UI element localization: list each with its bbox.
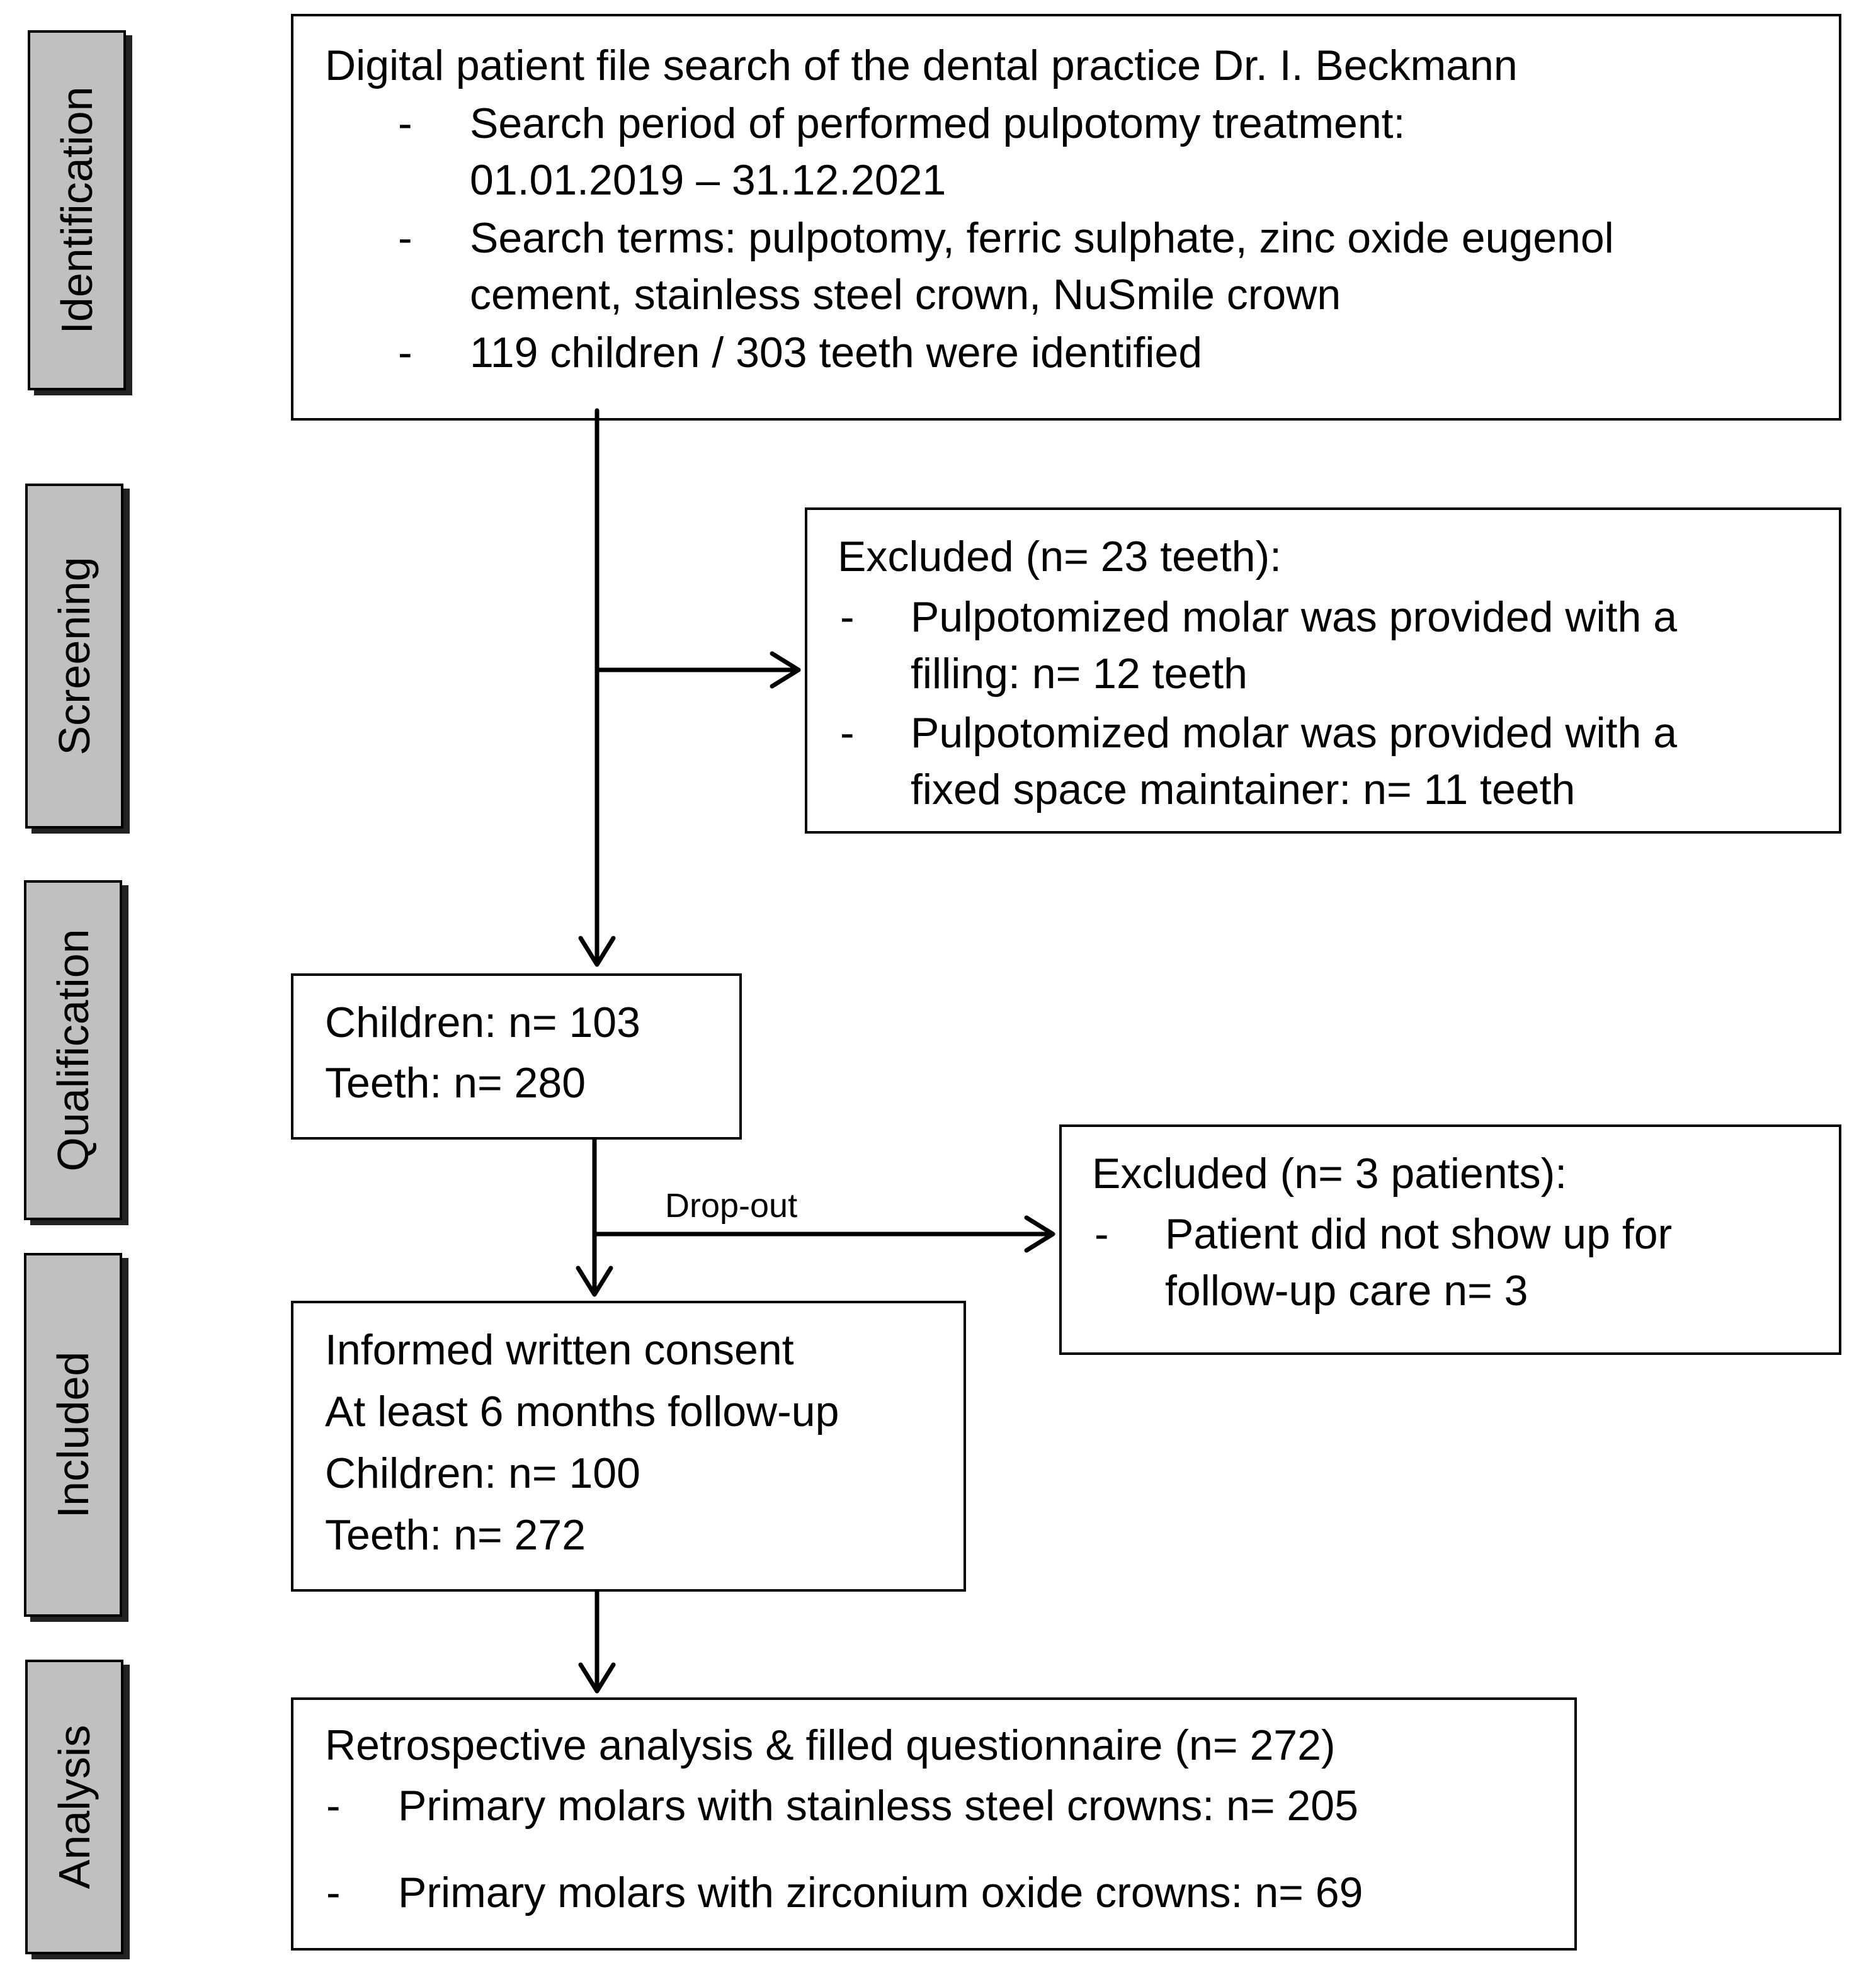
stage-analysis: Analysis (25, 1660, 123, 1954)
included-consent: Informed written consent (325, 1326, 794, 1374)
bullet-dash: - (326, 1782, 341, 1830)
stage-identification: Identification (28, 30, 126, 390)
arrowhead-screening-exclusion (770, 651, 801, 689)
bullet-dash: - (326, 1869, 341, 1917)
included-children: Children: n= 100 (325, 1449, 640, 1497)
screening-excluded-box: Excluded (n= 23 teeth): - Pulpotomized m… (805, 507, 1841, 834)
bullet-dash: - (1094, 1210, 1109, 1258)
bullet-dash: - (840, 593, 855, 641)
bullet-dash: - (398, 214, 412, 262)
analysis-item-1: Primary molars with stainless steel crow… (398, 1782, 1358, 1830)
stage-screening: Screening (25, 484, 123, 829)
included-followup: At least 6 months follow-up (325, 1388, 839, 1436)
dropout-excluded-box: Excluded (n= 3 patients): - Patient did … (1059, 1124, 1841, 1355)
identification-item-3-line-1: 119 children / 303 teeth were identified (470, 329, 1203, 377)
dropout-item-line-1: Patient did not show up for (1165, 1210, 1673, 1258)
identification-item-2-line-2: cement, stainless steel crown, NuSmile c… (470, 271, 1341, 319)
qualification-teeth: Teeth: n= 280 (325, 1059, 586, 1107)
dropout-item-line-2: follow-up care n= 3 (1165, 1267, 1528, 1315)
qualification-box: Children: n= 103 Teeth: n= 280 (291, 973, 742, 1140)
qualification-children: Children: n= 103 (325, 999, 640, 1046)
arrowhead-dropout-exclusion (1024, 1215, 1055, 1253)
bullet-dash: - (398, 99, 412, 147)
stage-included: Included (24, 1253, 122, 1617)
screening-item-1-line-1: Pulpotomized molar was provided with a (911, 593, 1678, 641)
analysis-item-2: Primary molars with zirconium oxide crow… (398, 1869, 1363, 1917)
screening-item-2-line-1: Pulpotomized molar was provided with a (911, 709, 1678, 757)
included-teeth: Teeth: n= 272 (325, 1511, 586, 1559)
identification-box: Digital patient file search of the denta… (291, 14, 1841, 421)
arrowhead-included (576, 1266, 613, 1297)
bullet-dash: - (840, 709, 855, 757)
identification-title: Digital patient file search of the denta… (325, 42, 1518, 89)
identification-item-2-line-1: Search terms: pulpotomy, ferric sulphate… (470, 214, 1614, 262)
identification-item-1-line-2: 01.01.2019 – 31.12.2021 (470, 156, 947, 204)
bullet-dash: - (398, 329, 412, 377)
arrowhead-analysis (578, 1662, 616, 1694)
analysis-title: Retrospective analysis & filled question… (325, 1721, 1336, 1769)
arrowhead-qualification (578, 936, 616, 967)
stage-qualification: Qualification (24, 880, 122, 1220)
dropout-title: Excluded (n= 3 patients): (1092, 1150, 1567, 1198)
analysis-box: Retrospective analysis & filled question… (291, 1697, 1577, 1951)
screening-title: Excluded (n= 23 teeth): (838, 533, 1282, 580)
identification-item-1-line-1: Search period of performed pulpotomy tre… (470, 99, 1406, 147)
dropout-label: Drop-out (665, 1187, 798, 1225)
screening-item-2-line-2: fixed space maintainer: n= 11 teeth (911, 766, 1576, 813)
included-box: Informed written consent At least 6 mont… (291, 1301, 966, 1592)
screening-item-1-line-2: filling: n= 12 teeth (911, 650, 1248, 698)
